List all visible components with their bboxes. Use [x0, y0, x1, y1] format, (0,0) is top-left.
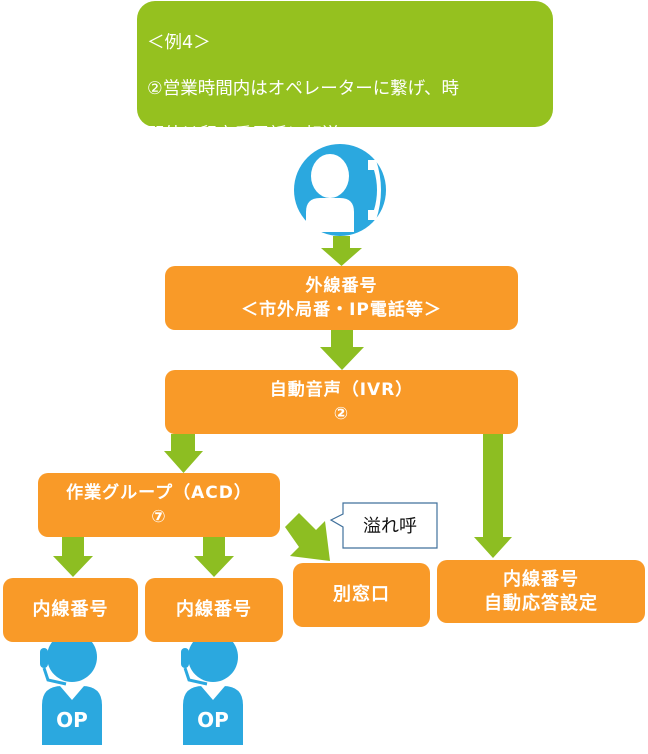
customer-phone-icon	[294, 144, 386, 236]
acd-title: 作業グループ（ACD）	[66, 483, 252, 503]
arrow-acd-to-extension-2	[194, 537, 234, 577]
external-number-subtitle: ＜市外局番・IP電話等＞	[241, 300, 442, 320]
acd-step: ⑦	[151, 507, 167, 527]
note-title: ＜例4＞	[147, 33, 211, 53]
ivr-node: 自動音声（IVR） ②	[165, 370, 518, 434]
arrow-acd-to-extension-1	[53, 537, 93, 577]
operator-label-1: OP	[56, 708, 88, 732]
ivr-title: 自動音声（IVR）	[269, 380, 414, 400]
arrow-ivr-to-auto-answer	[474, 434, 512, 558]
arrow-acd-to-other-window	[285, 513, 330, 561]
auto-answer-node: 内線番号 自動応答設定	[437, 560, 645, 623]
external-number-title: 外線番号	[305, 276, 378, 296]
ivr-step: ②	[333, 404, 350, 424]
extension-1-label: 内線番号	[32, 599, 109, 620]
arrow-external-to-ivr	[320, 330, 364, 370]
extension-node-1: 内線番号	[3, 578, 138, 642]
other-window-node: 別窓口	[293, 563, 430, 627]
example-note: ＜例4＞ ②営業時間内はオペレーターに繋げ、時 間外は留守番電話に転送。 ⑦溢れ…	[137, 1, 553, 191]
other-window-label: 別窓口	[333, 584, 390, 605]
acd-node: 作業グループ（ACD） ⑦	[38, 473, 280, 537]
callout-text: 溢れ呼	[363, 516, 417, 537]
auto-answer-subtitle: 自動応答設定	[484, 592, 598, 614]
note-line-1: ②営業時間内はオペレーターに繋げ、時	[147, 79, 459, 99]
operator-headset-icon	[181, 632, 243, 745]
operator-headset-icon	[40, 632, 102, 745]
operator-label-2: OP	[197, 708, 229, 732]
arrow-ivr-to-acd	[164, 434, 203, 473]
auto-answer-title: 内線番号	[503, 568, 579, 590]
extension-node-2: 内線番号	[145, 578, 283, 642]
note-line-2: 間外は留守番電話に転送。	[147, 125, 357, 145]
arrow-customer-to-external	[321, 236, 362, 266]
overflow-callout	[329, 502, 438, 549]
customer-label: 顧客	[313, 209, 347, 229]
extension-2-label: 内線番号	[176, 599, 252, 620]
external-number-node: 外線番号 ＜市外局番・IP電話等＞	[165, 266, 518, 330]
